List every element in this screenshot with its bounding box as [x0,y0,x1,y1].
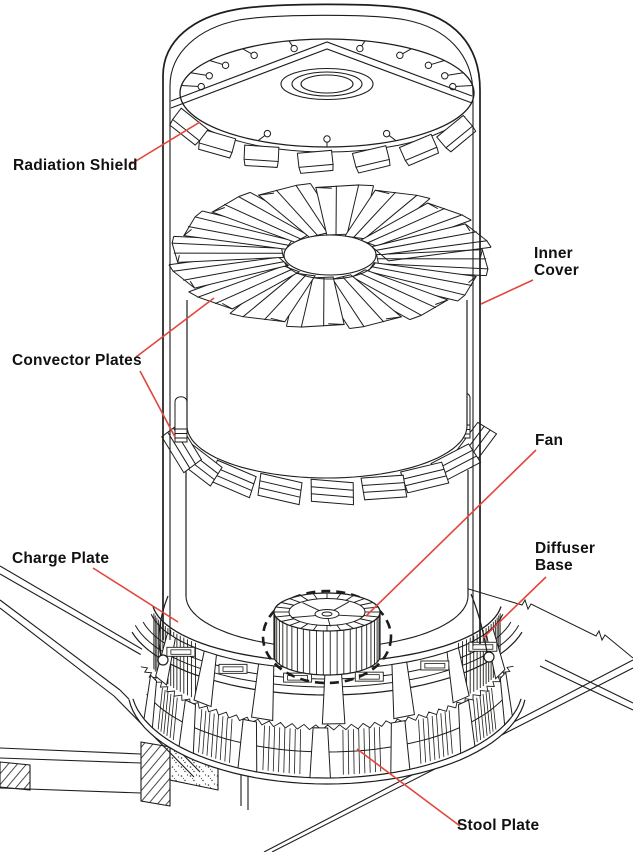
left-hook-rod [158,595,169,657]
leader-radiation-shield [130,121,201,165]
leader-convector-lower [139,370,176,438]
upper-coil-drawing [186,300,468,479]
pit-frame-outer [0,565,153,662]
leader-diffuser-base [482,576,547,639]
pit-frame-right [539,659,633,711]
label-radiation-shield: Radiation Shield [13,157,138,174]
label-inner-cover: Inner Cover [534,245,579,280]
convector-plate-ring-drawing [167,182,493,330]
label-fan: Fan [535,432,564,449]
cover-outer-outline [162,3,481,644]
ground-break-line [451,583,633,659]
label-charge-plate: Charge Plate [12,550,110,567]
leader-fan [365,449,537,617]
floor-cut-hatch-block [140,741,171,807]
inner-cover-drawing [162,3,481,646]
cover-inner-outline [169,14,474,646]
leader-convector-upper [135,297,215,358]
radiation-shield-drawing [169,38,477,174]
fan-drawing [261,589,393,685]
label-convector-plates: Convector Plates [12,352,142,369]
leader-inner-cover [480,279,534,305]
label-stool-plate: Stool Plate [457,817,540,834]
leader-stool-plate [356,748,461,827]
pit-frame-inner [0,599,121,697]
floor-cut-hatch-left [0,761,31,791]
cover-top-seam [170,41,473,109]
label-diffuser-base: Diffuser Base [535,540,596,575]
leader-lines [92,121,547,827]
leader-charge-plate [92,567,179,623]
left-hook-eye [157,654,169,666]
base-drawing [128,606,526,785]
right-hook-eye [483,651,495,663]
